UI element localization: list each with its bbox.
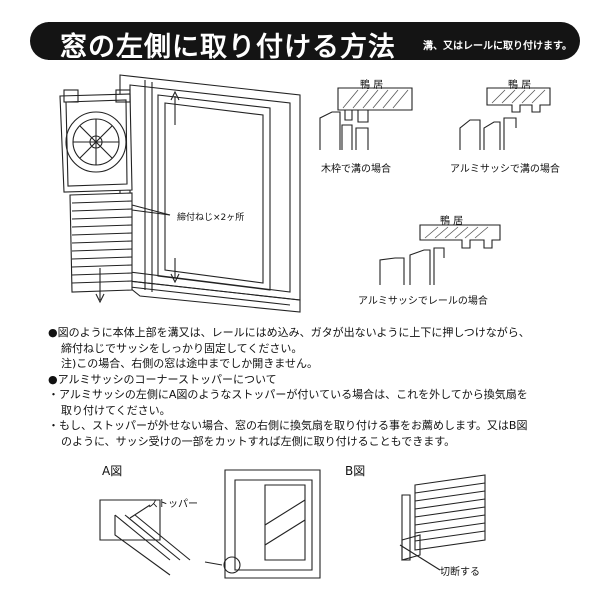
- profile-2-caption: アルミサッシで溝の場合: [450, 164, 560, 175]
- note-line: 締付ねじでサッシをしっかり固定してください。: [61, 341, 303, 355]
- note-line: ・もし、ストッパーが外せない場合、窓の右側に換気扇を取り付ける事をお薦めします。…: [48, 419, 528, 432]
- profile-aluminium-groove: [459, 87, 551, 150]
- note-line: 注)この場合、右側の窓は途中までしか開きません。: [61, 357, 318, 370]
- page-title: 窓の左側に取り付ける方法: [60, 32, 396, 63]
- profile-aluminium-rail: [379, 224, 501, 285]
- profile-2-lintel-label: 鴨 居: [508, 80, 532, 91]
- screw-label: 締付ねじ×2ヶ所: [177, 213, 245, 223]
- lintel-hatching: [342, 89, 546, 239]
- note-line: ・アルミサッシの左側にA図のようなストッパーが付いている場合は、これを外してから…: [48, 388, 528, 401]
- note-line: 取り付けてください。: [61, 403, 171, 417]
- profile-1-lintel-label: 鴨 居: [360, 80, 384, 91]
- fan-unit-illustration: [59, 89, 180, 304]
- figure-b-illustration: [399, 474, 486, 571]
- figure-a-illustration: [99, 469, 321, 579]
- stopper-label: ストッパー: [148, 499, 198, 510]
- profile-wood-groove: [319, 87, 413, 150]
- figure-a-title: A図: [102, 464, 123, 478]
- window-frame-illustration: [118, 74, 301, 313]
- profile-3-caption: アルミサッシでレールの場合: [358, 296, 488, 307]
- profile-3-lintel-label: 鴨 居: [440, 216, 464, 227]
- note-line: ●図のように本体上部を溝又は、レールにはめ込み、ガタが出ないように上下に押しつけ…: [48, 326, 530, 339]
- header-banner: [48, 22, 580, 60]
- figure-b-title: B図: [345, 464, 366, 478]
- note-line: のように、サッシ受けの一部をカットすれば左側に取り付けることもできます。: [61, 434, 456, 448]
- page-subtitle: 溝、又はレールに取り付けます。: [423, 41, 572, 52]
- note-line: ●アルミサッシのコーナーストッパーについて: [48, 372, 277, 386]
- profile-1-caption: 木枠で溝の場合: [321, 164, 391, 175]
- cut-label: 切断する: [440, 567, 480, 578]
- instructions-notes: ●図のように本体上部を溝又は、レールにはめ込み、ガタが出ないように上下に押しつけ…: [48, 325, 588, 449]
